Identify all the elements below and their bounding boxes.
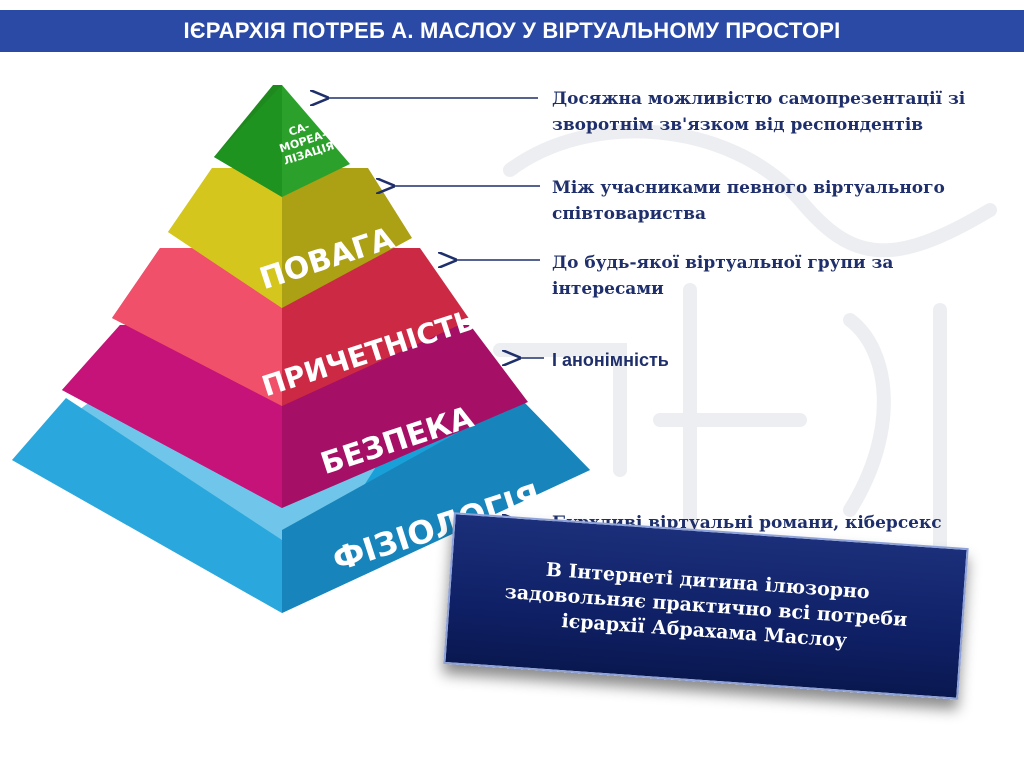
tier-1-label-line-1: СА- bbox=[287, 120, 311, 139]
description-self-actualization: Досяжна можливістю самопрезентації зі зв… bbox=[552, 89, 966, 135]
tier-esteem bbox=[168, 168, 412, 308]
tier-self-actualization bbox=[214, 85, 350, 197]
page-title: ІЄРАРХІЯ ПОТРЕБ А. МАСЛОУ У ВІРТУАЛЬНОМУ… bbox=[0, 10, 1024, 52]
description-safety: І анонімність bbox=[552, 350, 669, 370]
description-belonging: До будь-якої віртуальної групи за інтере… bbox=[552, 253, 894, 299]
tier-belonging bbox=[112, 248, 470, 406]
description-esteem: Між учасниками певного віртуального спів… bbox=[552, 178, 945, 224]
background-watermark bbox=[493, 124, 997, 597]
maslow-pyramid: СА- МОРЕА- ЛІЗАЦІЯ ПОВАГА ПРИЧЕТНІСТЬ БЕ… bbox=[12, 85, 590, 613]
callout-text: В Інтернеті дитина ілюзорно задовольняє … bbox=[504, 558, 908, 652]
